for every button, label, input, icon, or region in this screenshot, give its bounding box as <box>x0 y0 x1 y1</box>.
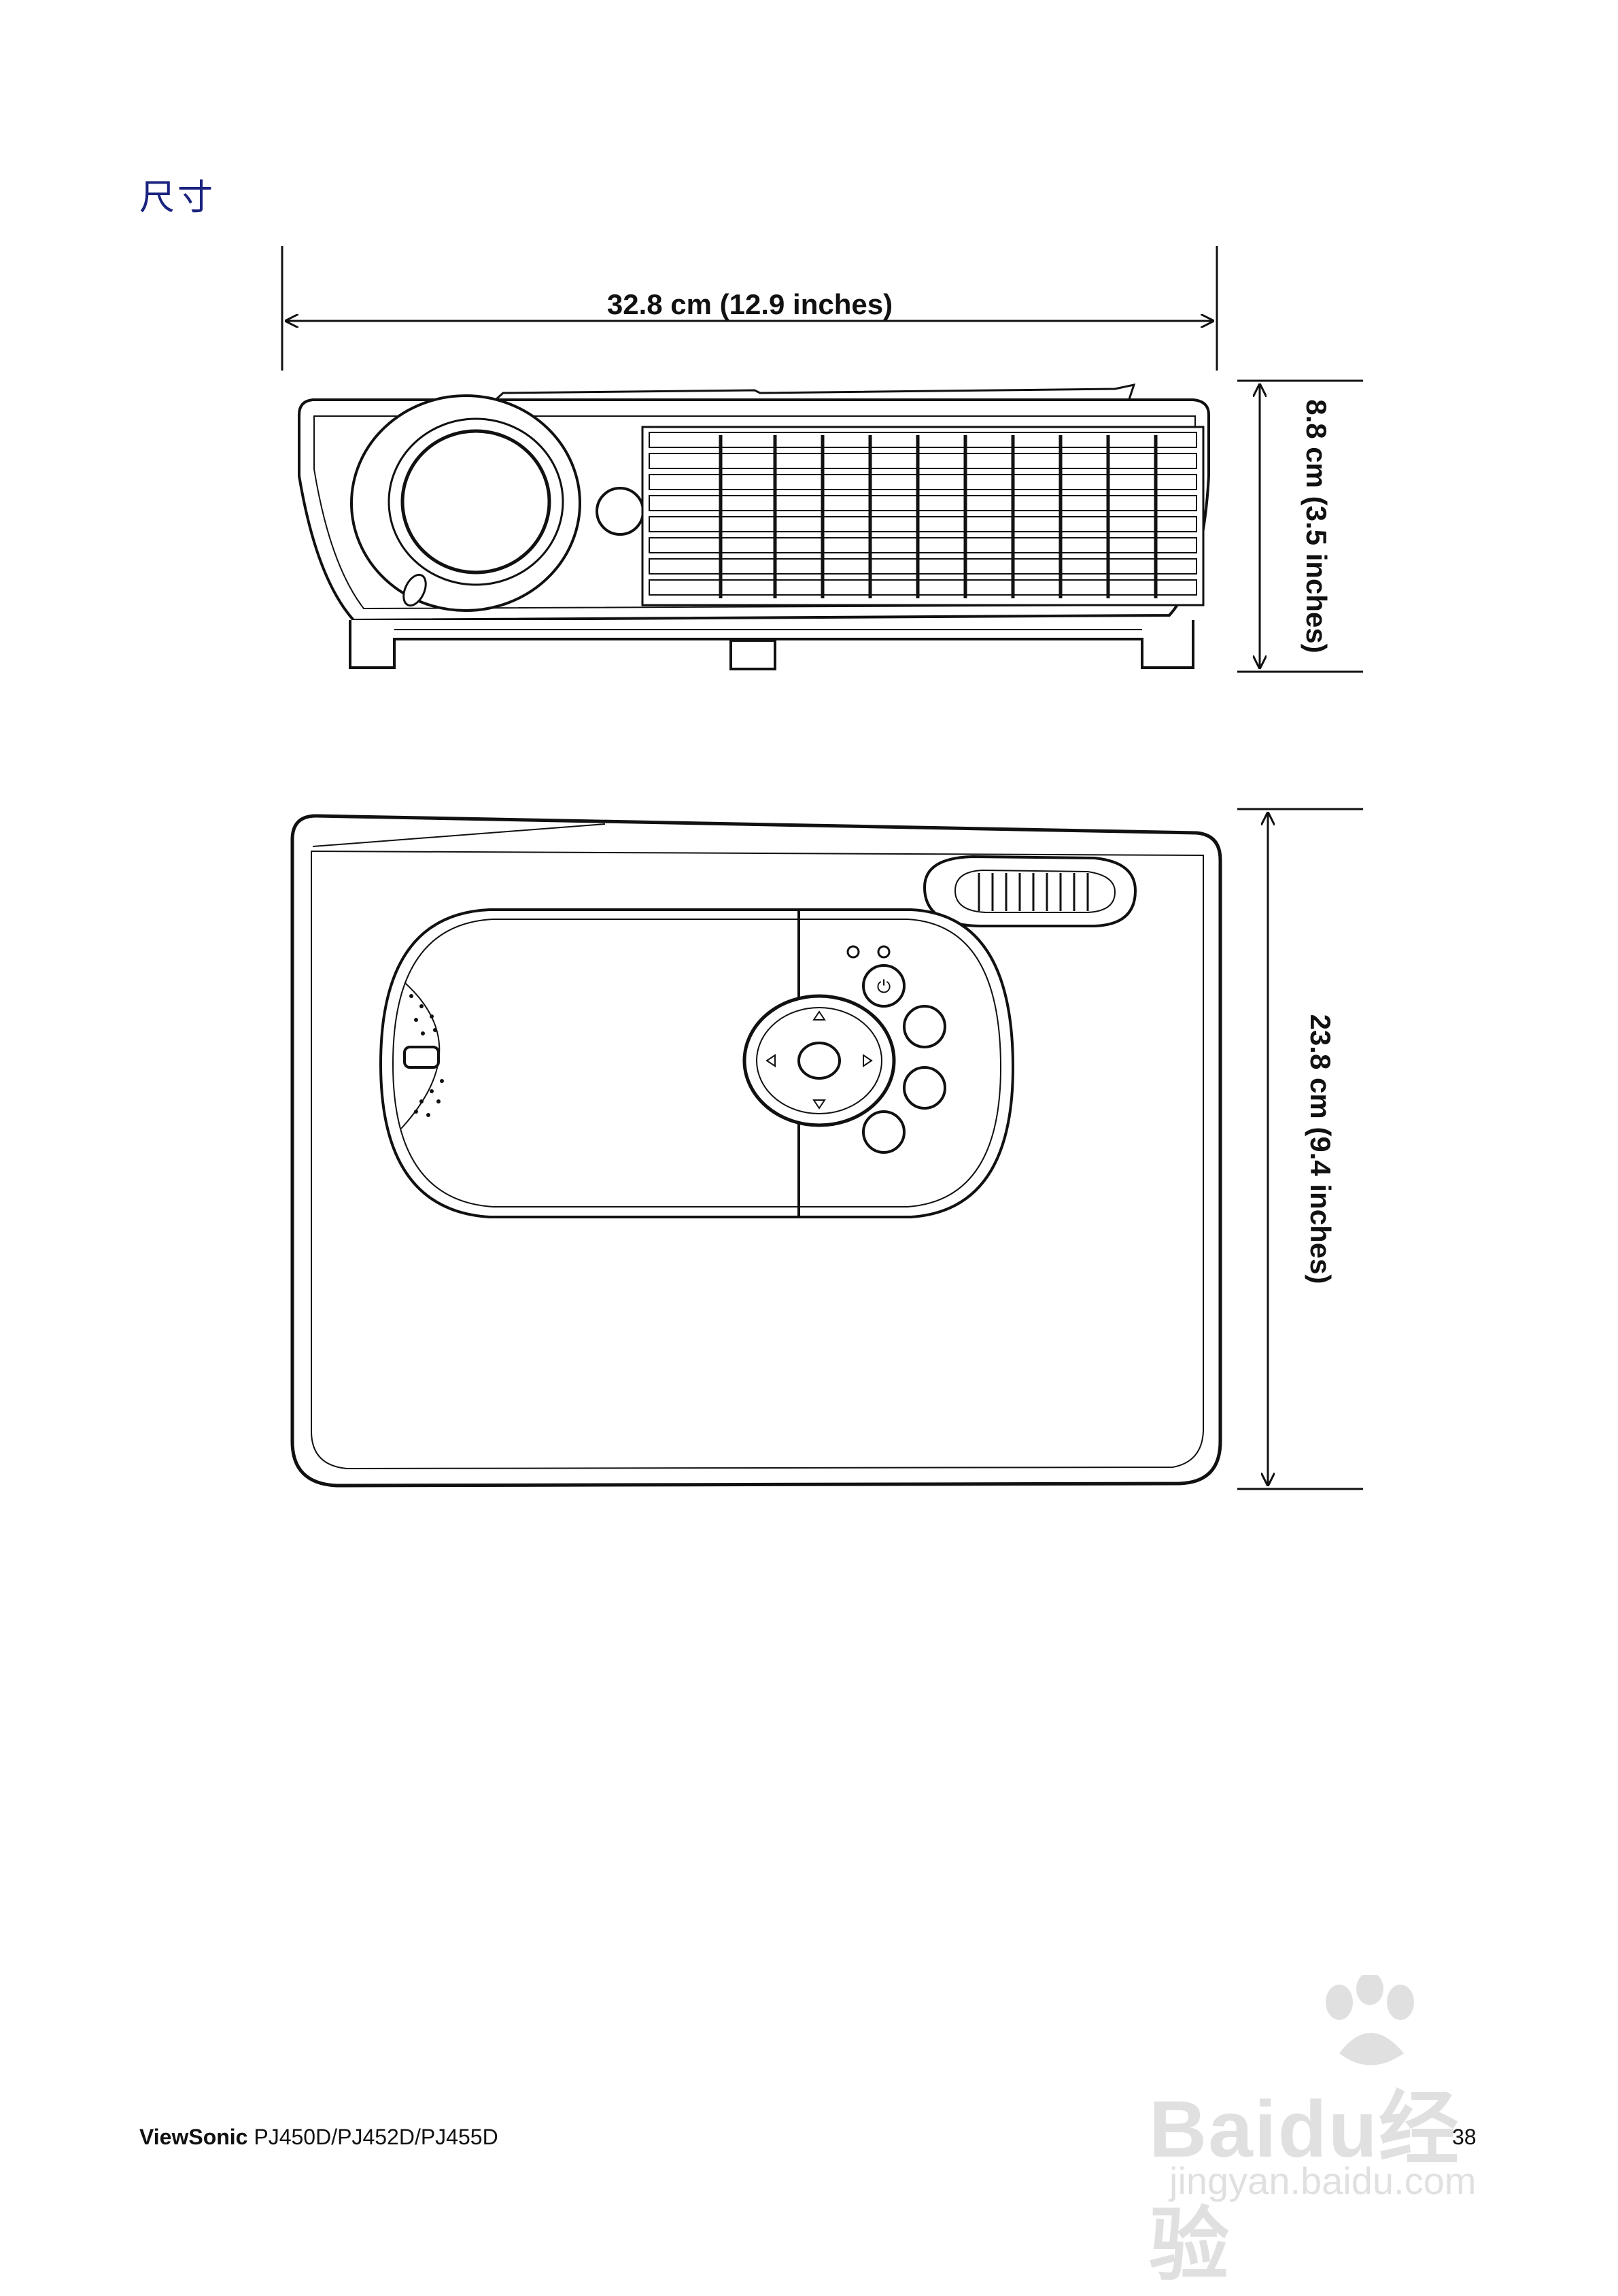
svg-text:⏻: ⏻ <box>877 977 891 997</box>
width-dimension <box>281 246 1218 371</box>
height-dimension <box>1237 379 1363 673</box>
depth-dimension <box>1237 808 1363 1490</box>
height-label: 8.8 cm (3.5 inches) <box>1301 399 1332 653</box>
width-label: 32.8 cm (12.9 inches) <box>607 288 893 320</box>
page-title: 尺寸 <box>139 177 216 218</box>
footer-product: ViewSonic PJ450D/PJ452D/PJ455D <box>139 2125 498 2150</box>
paw-icon <box>1326 1975 1414 2066</box>
watermark-url: jingyan.baidu.com <box>1169 2159 1477 2202</box>
watermark-text: Baidu经验 <box>1149 2085 1460 2291</box>
projector-top-view: ⏻ <box>290 814 1222 1488</box>
footer-brand: ViewSonic <box>139 2125 248 2149</box>
page-number: 38 <box>1452 2125 1477 2149</box>
depth-label: 23.8 cm (9.4 inches) <box>1305 1014 1337 1284</box>
footer-models: PJ450D/PJ452D/PJ455D <box>254 2125 498 2149</box>
projector-front-view <box>298 383 1210 670</box>
baidu-watermark: Baidu经验 jingyan.baidu.com <box>1149 1975 1530 2291</box>
